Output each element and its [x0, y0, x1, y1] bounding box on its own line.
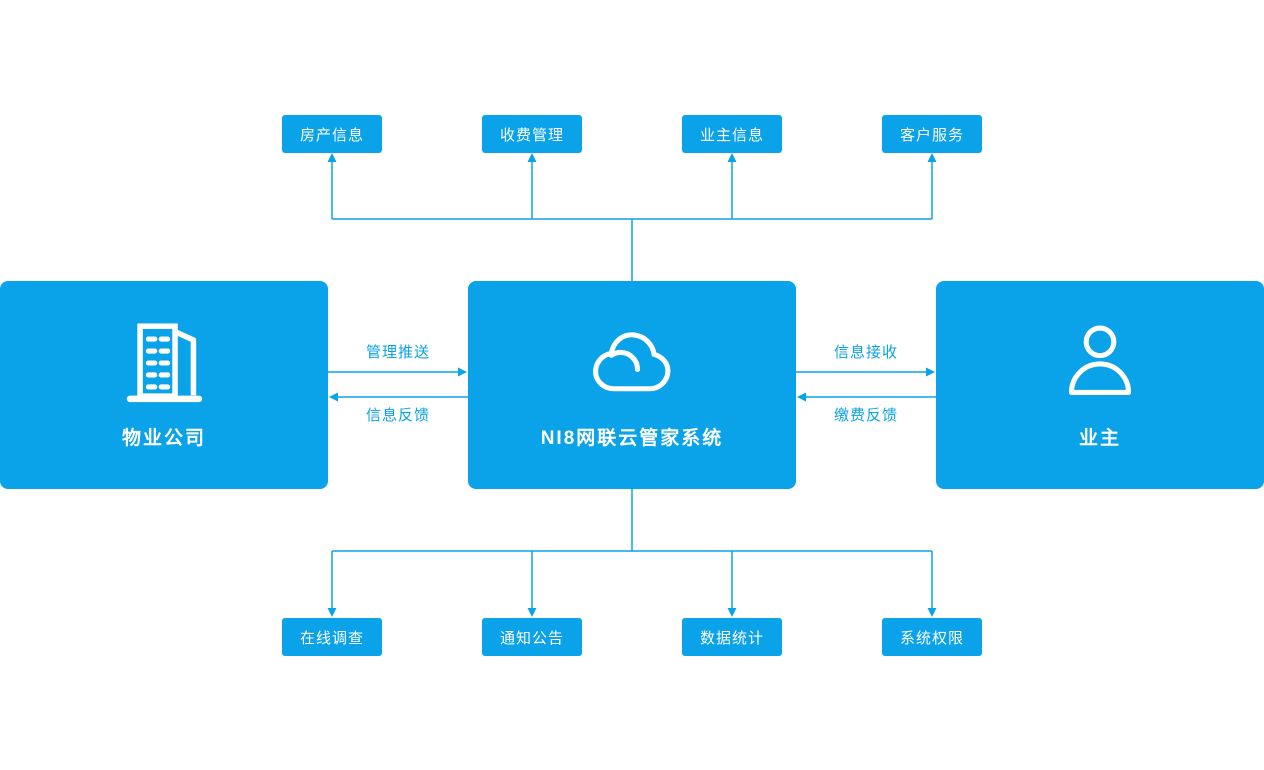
node-property-info: 房产信息	[282, 115, 382, 153]
node-label: 收费管理	[499, 126, 564, 144]
arrowhead-down-icon	[327, 608, 337, 617]
node-label: 在线调查	[299, 629, 364, 647]
node-label: 房产信息	[299, 126, 364, 144]
node-label: 客户服务	[899, 126, 964, 144]
arrowhead-down-icon	[527, 608, 537, 617]
arrowhead-down-icon	[727, 608, 737, 617]
node-property-company: 物业公司	[0, 281, 328, 489]
node-label: 系统权限	[899, 629, 964, 647]
arrowhead-down-icon	[927, 608, 937, 617]
user-icon	[1068, 325, 1132, 395]
node-label: 通知公告	[499, 629, 564, 647]
cloud-icon	[593, 332, 671, 392]
arrowhead-right-icon	[926, 367, 935, 377]
node-label: 业主	[1078, 428, 1121, 449]
node-online-survey: 在线调查	[282, 618, 382, 656]
node-fee-management: 收费管理	[482, 115, 582, 153]
node-label: 业主信息	[699, 126, 764, 144]
arrowhead-right-icon	[458, 367, 467, 377]
node-label: 物业公司	[121, 428, 206, 449]
node-owner: 业主	[936, 281, 1264, 489]
arrowhead-up-icon	[727, 153, 737, 162]
flow-label-info-feedback: 信息反馈	[365, 407, 430, 424]
arrowhead-up-icon	[527, 153, 537, 162]
arrowhead-up-icon	[327, 153, 337, 162]
node-system-permissions: 系统权限	[882, 618, 982, 656]
node-data-statistics: 数据统计	[682, 618, 782, 656]
flow-label-manage-push: 管理推送	[365, 344, 430, 361]
node-label: 数据统计	[699, 629, 764, 647]
arrowhead-left-icon	[797, 392, 806, 402]
node-label: NI8网联云管家系统	[540, 428, 724, 449]
flow-label-info-receive: 信息接收	[833, 344, 898, 361]
building-icon	[126, 323, 203, 403]
node-customer-service: 客户服务	[882, 115, 982, 153]
node-owner-info: 业主信息	[682, 115, 782, 153]
node-notice-announcement: 通知公告	[482, 618, 582, 656]
node-cloud-system: NI8网联云管家系统	[468, 281, 796, 489]
arrowhead-up-icon	[927, 153, 937, 162]
arrowhead-left-icon	[329, 392, 338, 402]
flow-label-payment-feedback: 缴费反馈	[833, 407, 898, 424]
